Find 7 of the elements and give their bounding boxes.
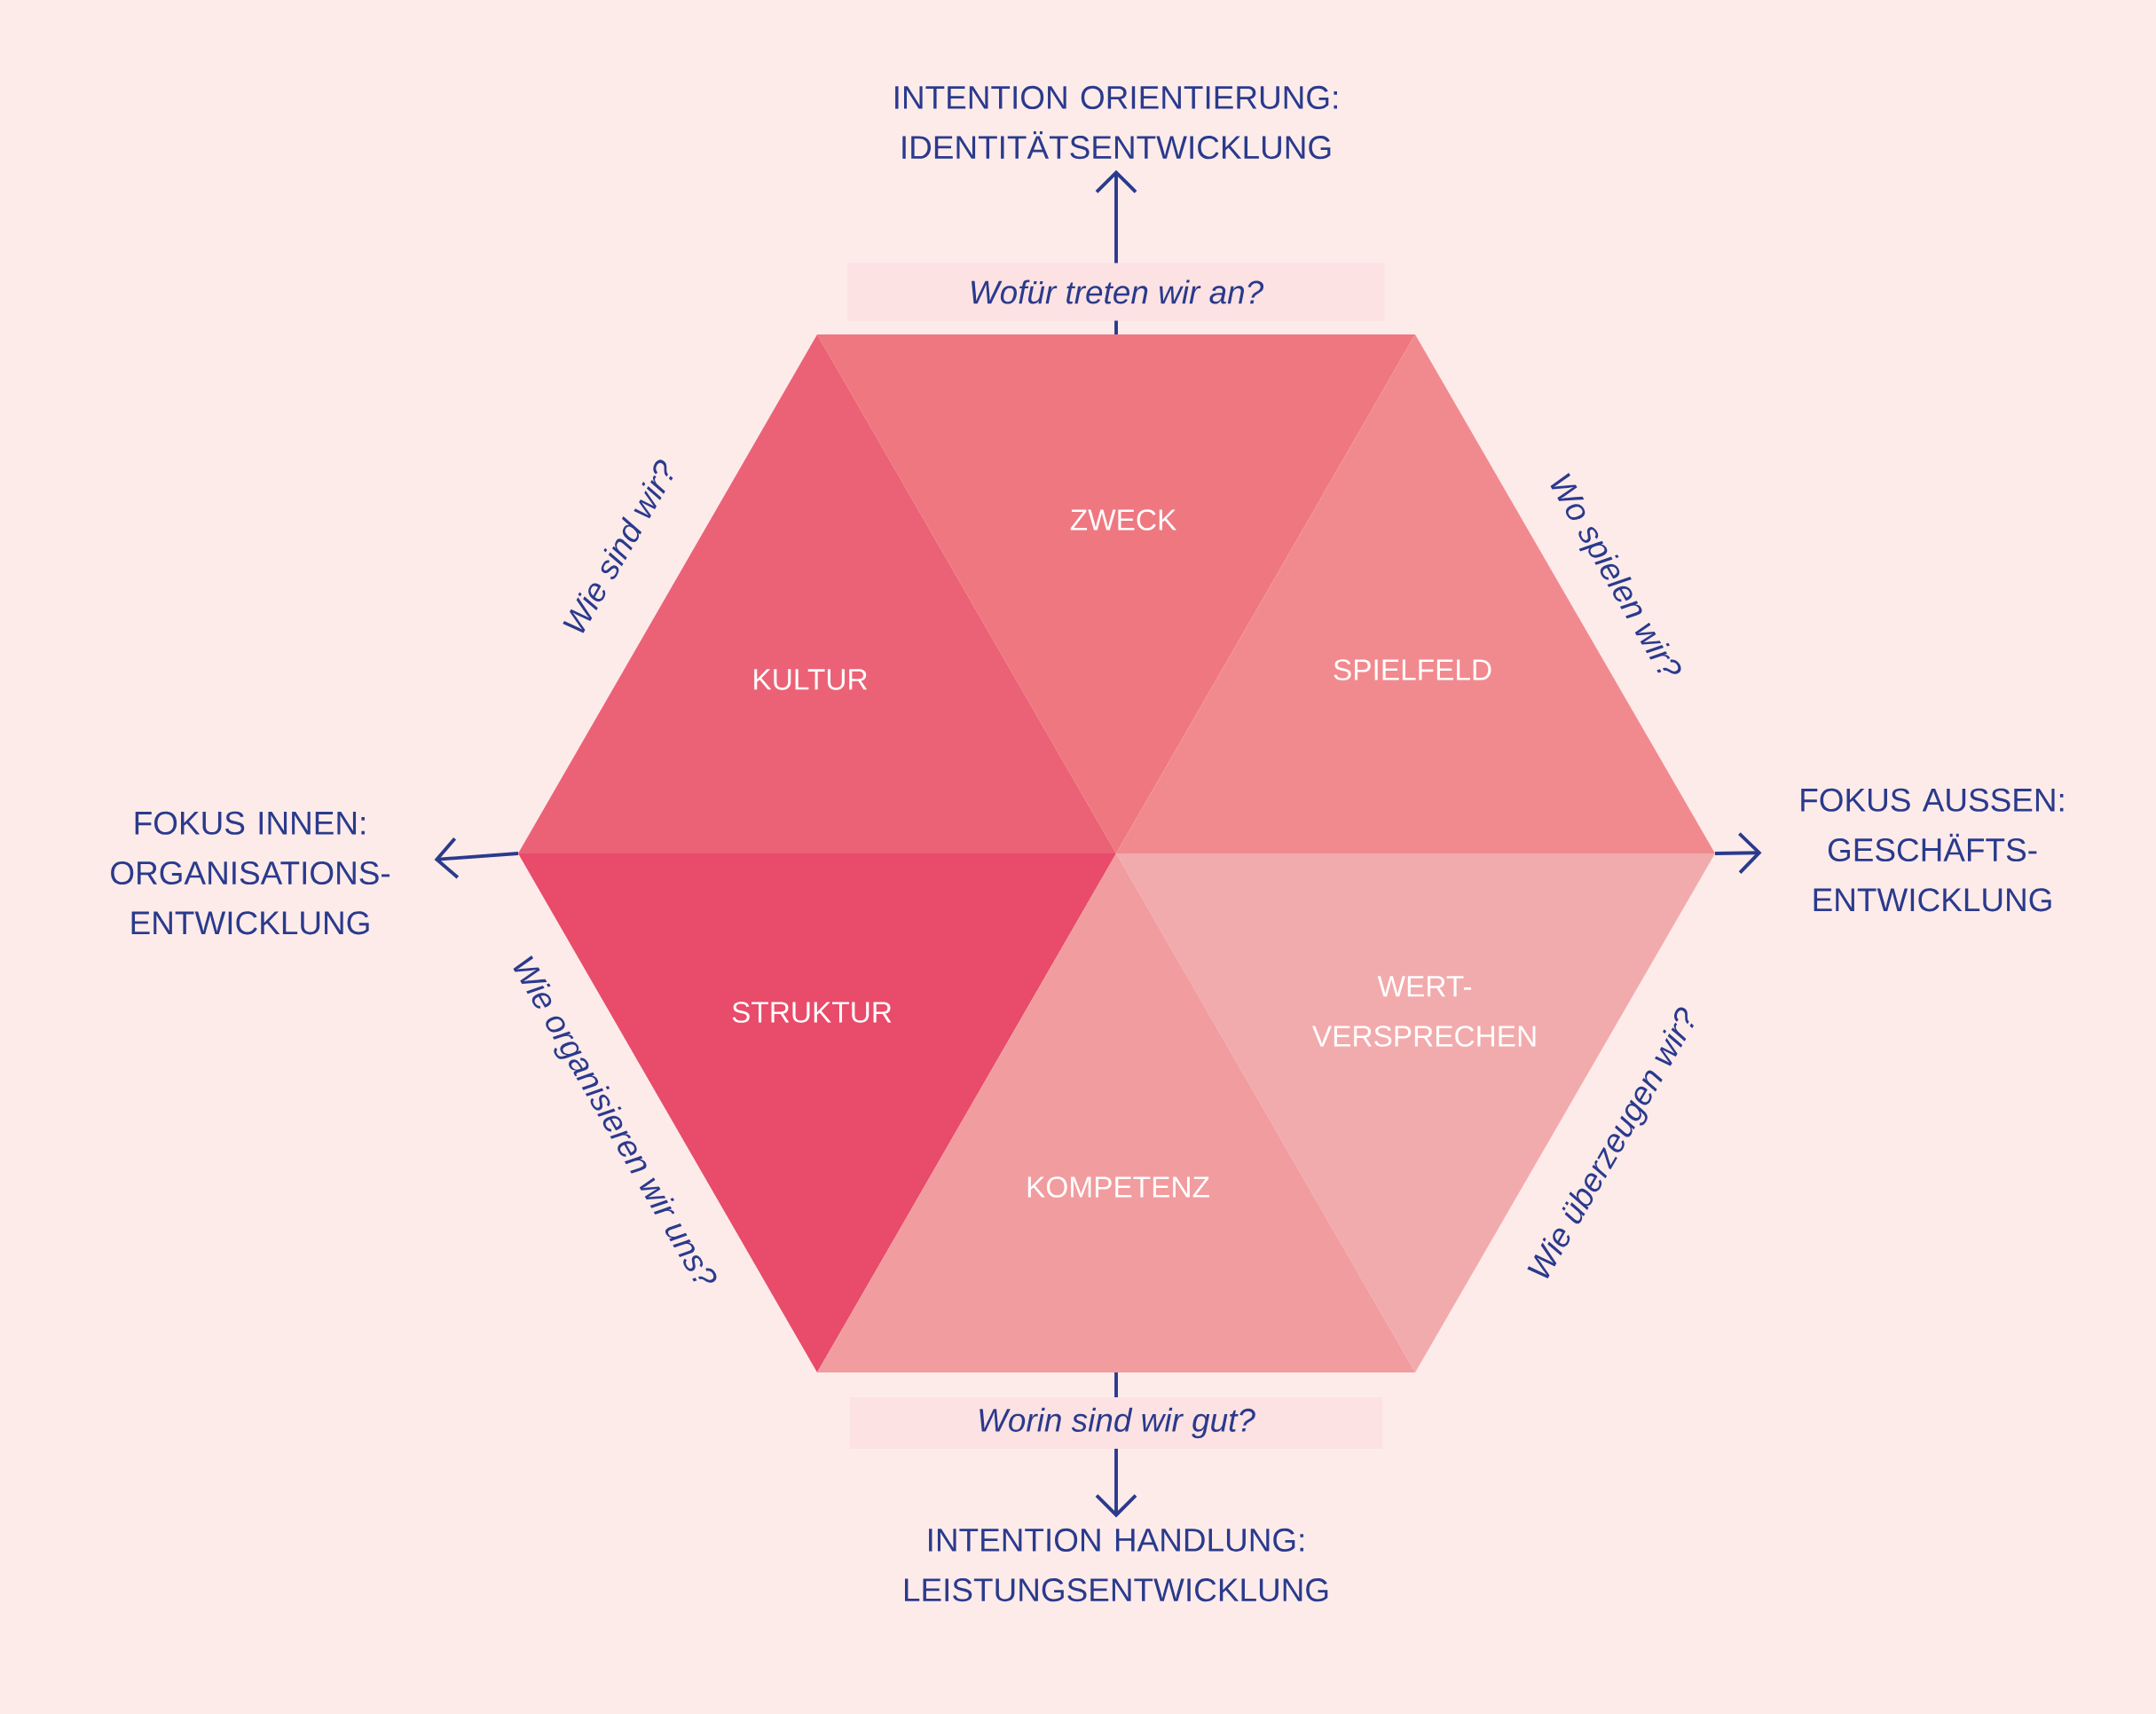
edge-label: Wofür treten wir an? <box>847 263 1385 321</box>
axis-label: FOKUS AUSSEN: GESCHÄFTS- ENTWICKLUNG <box>1801 788 2064 912</box>
axis-label: INTENTION HANDLUNG: LEISTUNGSENTWICKLUNG <box>905 1528 1328 1602</box>
edge-label: Worin sind wir gut? <box>849 1397 1383 1449</box>
arrow <box>434 837 519 879</box>
axis-label: FOKUS INNEN: ORGANISATIONS- ENTWICKLUNG <box>111 811 390 935</box>
axis-label: INTENTION ORIENTIERUNG: IDENTITÄTSENTWICKLUNG <box>895 85 1337 160</box>
